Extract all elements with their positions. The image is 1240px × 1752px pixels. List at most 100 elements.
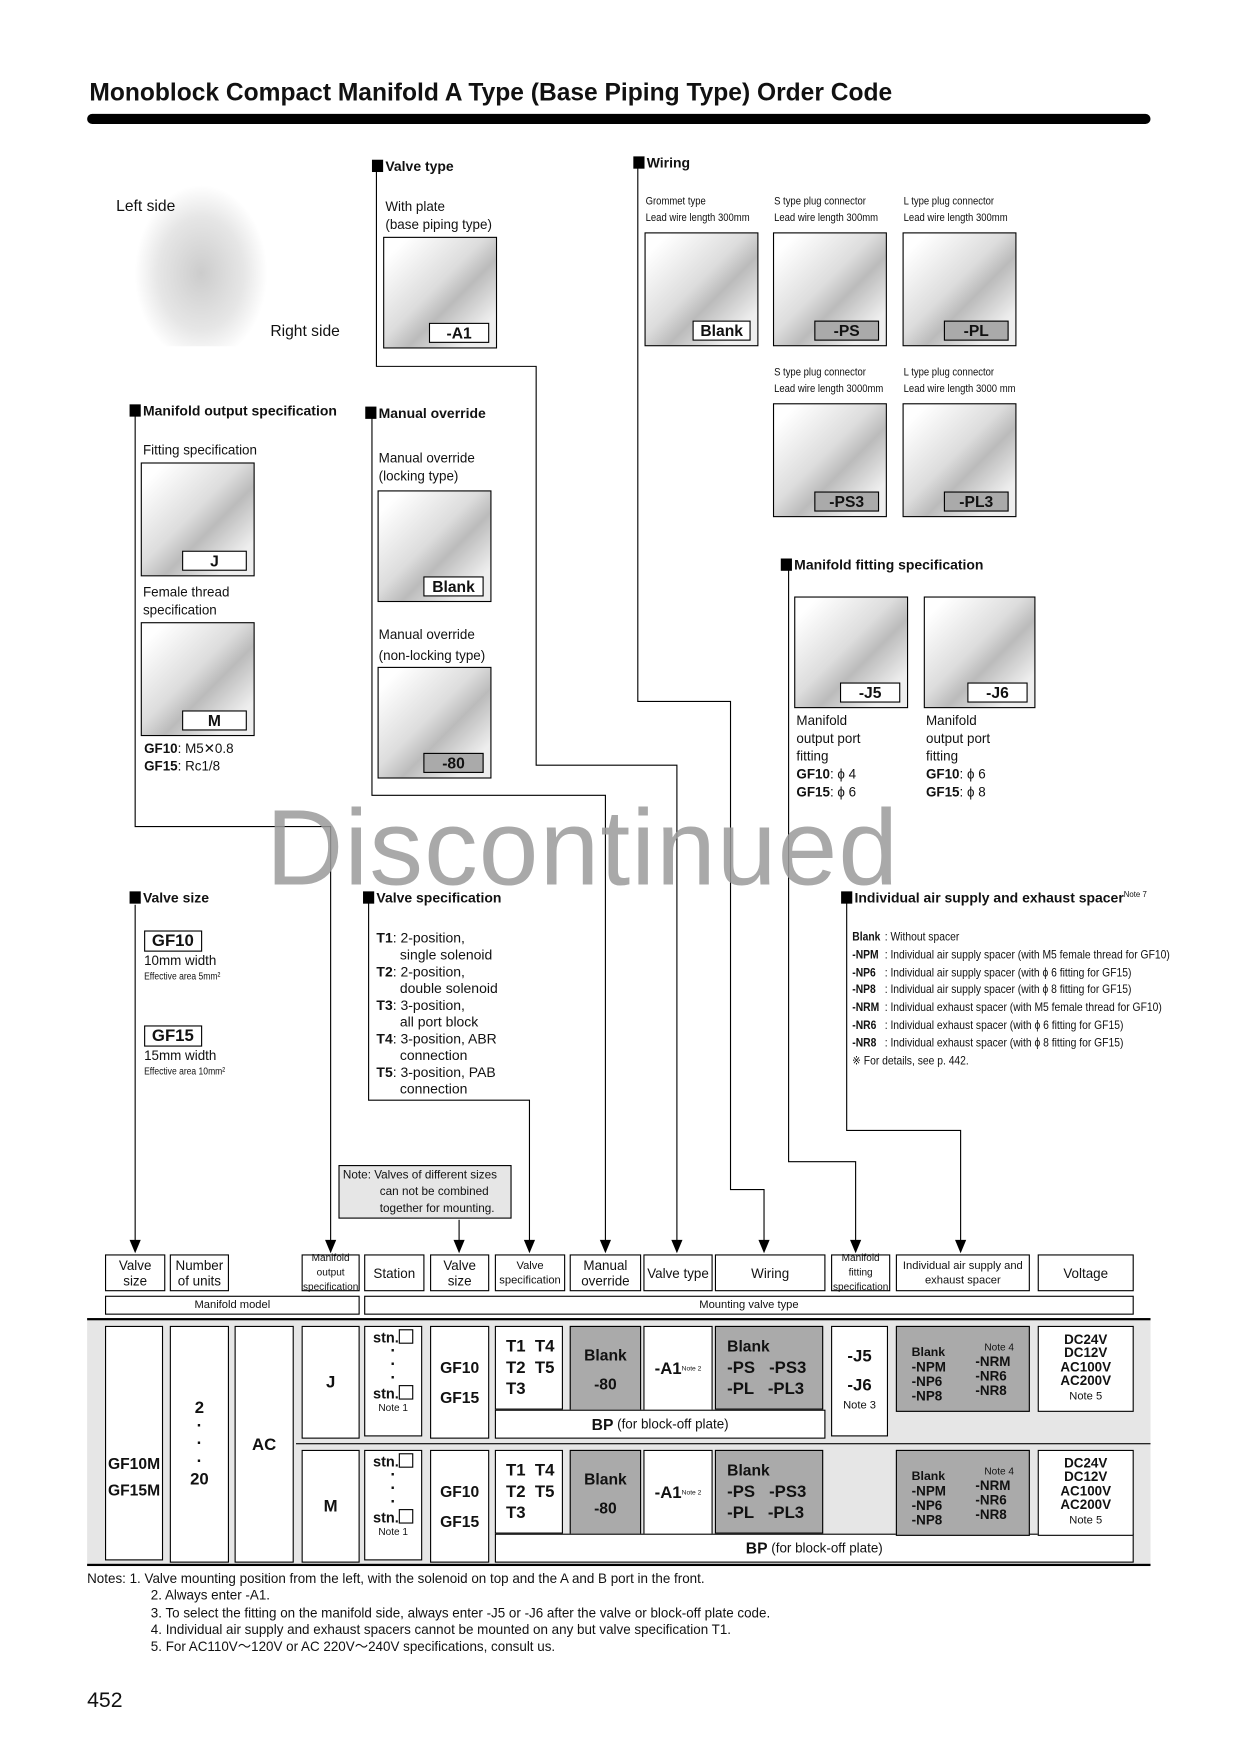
header-manifold-output: Manifold output specification (301, 1252, 360, 1293)
t3: T3 (506, 1503, 526, 1523)
note-ref: Note 5 (1069, 1390, 1103, 1403)
locking-label: Manual override(locking type) (379, 449, 475, 485)
spec-desc: double solenoid (399, 980, 498, 997)
note-line: Note: Valves of different sizes (342, 1168, 497, 1182)
desc-line: S type plug connector (774, 195, 866, 208)
desc-line: output port (925, 730, 991, 747)
station-checkbox[interactable] (398, 1385, 414, 1400)
spec-desc: connection (399, 1081, 468, 1097)
desc-line: Lead wire length 300mm (774, 212, 879, 225)
non-locking-label: Manual override(non-locking type) (379, 624, 486, 666)
j5-photo: -J5 (794, 596, 909, 709)
header-valve-type: Valve type (643, 1254, 713, 1292)
spacer-code: -NPM (852, 948, 879, 962)
gf15-label: GF15 (796, 784, 830, 800)
width-text: 10mm width (144, 952, 217, 969)
spacer-desc: : Individual exhaust spacer (with ϕ 6 fi… (884, 1018, 1124, 1033)
note-ref: Note 5 (1069, 1514, 1103, 1527)
code-j: J (182, 550, 247, 571)
desc-line: fitting (925, 748, 959, 765)
notes: Notes: 1. Valve mounting position from t… (87, 1571, 770, 1656)
valve-type-heading: Valve type (372, 159, 453, 175)
desc-line: (base piping type) (385, 216, 492, 233)
gf10-value: : ϕ 4 (829, 766, 857, 782)
desc-line: L type plug connector (903, 366, 995, 379)
female-thread-photo: M (140, 622, 255, 737)
station-checkbox[interactable] (398, 1453, 414, 1468)
stn-label: stn. (373, 1385, 399, 1402)
valve-size-heading: Valve size (130, 890, 209, 906)
valve-type-photo: -A1 (383, 236, 498, 349)
spacer-item: -NR8: Individual exhaust spacer (with ϕ … (852, 1035, 1170, 1053)
left-side-label: Left side (116, 196, 176, 215)
spacer-code: -NP8 (852, 983, 876, 997)
voltage: AC100V (1060, 1482, 1112, 1499)
code-blank: Blank (692, 320, 751, 341)
note-2: 2. Always enter -A1. (150, 1587, 270, 1604)
spacer-left: Blank-NPM-NP6-NP8 (912, 1458, 946, 1527)
spacer-right: Note 4-NRM-NR6-NR8 (975, 1464, 1014, 1522)
manual-override-cell: Blank-80 (569, 1449, 642, 1536)
wiring-cell: Blank-PS -PS3-PL -PL3 (714, 1449, 824, 1534)
blank: Blank (727, 1461, 770, 1479)
header-voltage: Voltage (1037, 1254, 1134, 1292)
sp-code: -NRM (975, 1477, 1011, 1493)
desc-line: L type plug connector (903, 195, 995, 208)
code-pl3: -PL3 (943, 491, 1009, 512)
wiring-cell: Blank-PS -PS3-PL -PL3 (714, 1325, 824, 1410)
fitting-spec-label: Fitting specification (142, 442, 257, 458)
manifold-photo (134, 184, 269, 347)
t2-t5: T2 T5 (506, 1482, 555, 1502)
voltage: AC200V (1060, 1372, 1112, 1389)
sp-code: -NP8 (911, 1511, 943, 1528)
header-spacer: Individual air supply and exhaust spacer (895, 1254, 1030, 1292)
note-4: 4. Individual air supply and exhaust spa… (150, 1621, 732, 1638)
wiring-photo-grommet: Blank (644, 232, 759, 347)
sp-code: -NR8 (975, 1382, 1007, 1398)
code-80: -80 (423, 752, 484, 773)
desc-line: Lead wire length 3000mm (774, 383, 884, 396)
header-number-of-units: Number of units (169, 1254, 229, 1292)
mos-cell: J (301, 1325, 360, 1439)
page-number: 452 (87, 1688, 123, 1713)
ac-cell: AC (234, 1325, 294, 1563)
sp-code: -NPM (911, 1482, 946, 1499)
discontinued-watermark: Discontinued (265, 788, 900, 909)
width-text: 15mm width (144, 1047, 217, 1064)
station-checkbox[interactable] (398, 1329, 414, 1344)
note-1: Notes: 1. Valve mounting position from t… (87, 1570, 705, 1587)
gf15: GF15 (440, 1511, 480, 1530)
code-a1: -A1 (428, 322, 490, 343)
voltage: DC12V (1064, 1468, 1108, 1485)
spec-desc: single solenoid (399, 947, 493, 963)
station-cell: stn.···stn.Note 1 (364, 1449, 423, 1561)
valve-spec-heading: Valve specification (363, 890, 501, 906)
spec-item: T1: 2-position,single solenoid (376, 930, 497, 964)
j6-photo: -J6 (923, 596, 1036, 709)
voltage: DC12V (1064, 1344, 1108, 1361)
code-gf15: GF15 (144, 1025, 202, 1047)
bp-cell: BP (for block-off plate) (494, 1409, 826, 1439)
gf15-value: : ϕ 6 (829, 784, 857, 800)
spec-desc: : 3-position, (392, 997, 465, 1014)
station-checkbox[interactable] (398, 1509, 414, 1524)
spec-item: T3: 3-position,all port block (376, 997, 497, 1031)
units-min: 2 (194, 1398, 205, 1418)
spacer-heading: Individual air supply and exhaust spacer… (841, 890, 1147, 906)
bp-code: BP (591, 1415, 614, 1434)
code-pl: -PL (943, 320, 1009, 341)
sp-code: -NR6 (975, 1491, 1007, 1508)
spacer-item: -NR6: Individual exhaust spacer (with ϕ … (852, 1018, 1170, 1036)
dot: · (390, 1492, 396, 1512)
code-80: -80 (594, 1374, 617, 1393)
